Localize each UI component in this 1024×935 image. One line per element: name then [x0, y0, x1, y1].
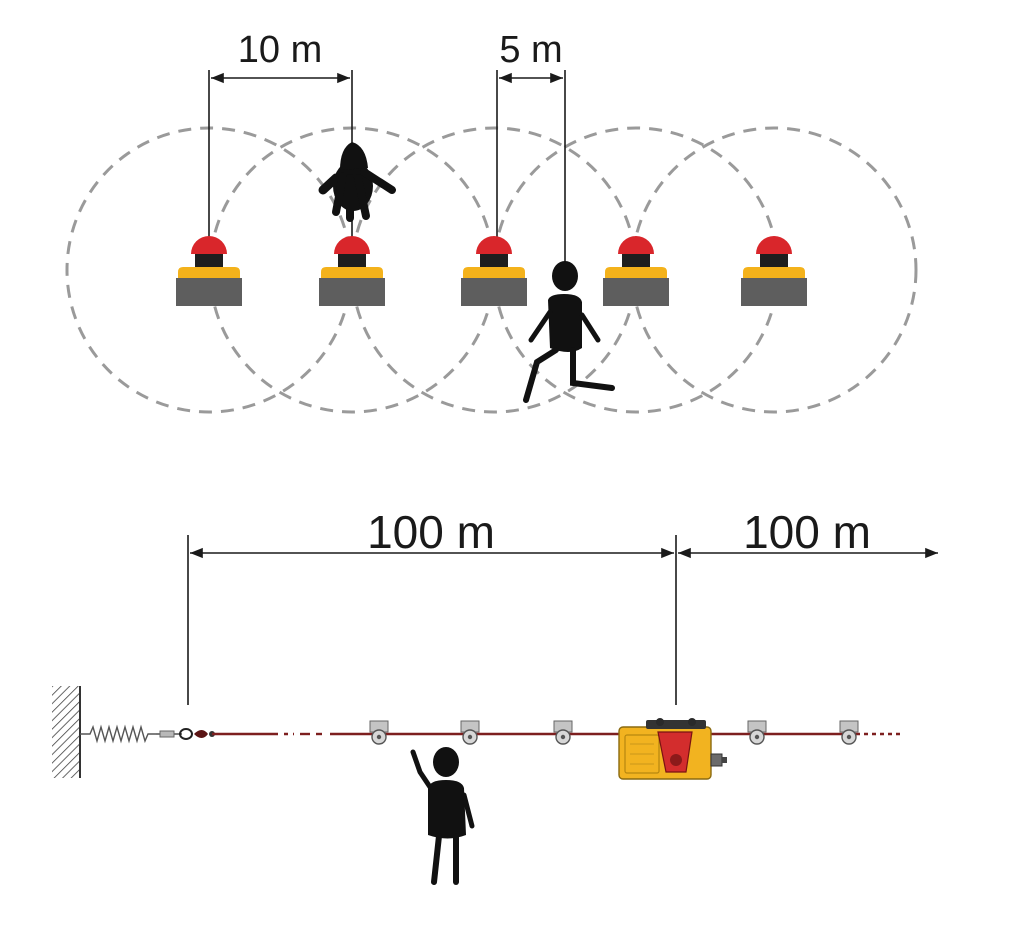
cable-guide-4	[747, 720, 767, 745]
cable-tensioner	[156, 728, 215, 740]
reaching-person-icon	[410, 747, 475, 885]
cable-guide-5	[839, 720, 859, 745]
stop-button-1	[176, 236, 242, 306]
stop-button-3	[461, 236, 527, 306]
pull-wire-switch	[618, 718, 727, 780]
dimension-10m	[208, 70, 353, 238]
stop-button-5	[741, 236, 807, 306]
tension-spring	[80, 724, 156, 744]
reach-label: 5 m	[499, 29, 562, 71]
walking-person-icon	[523, 261, 615, 403]
cable-guide-3	[553, 720, 573, 745]
wall-anchor	[52, 686, 81, 778]
dimension-100m	[187, 535, 938, 705]
span-label-1: 100 m	[367, 506, 495, 558]
cable-guide-1	[369, 720, 389, 745]
spacing-label: 10 m	[238, 29, 322, 71]
hand-icon	[318, 142, 396, 222]
stop-button-4	[603, 236, 669, 306]
dimension-5m	[496, 70, 566, 262]
span-label-2: 100 m	[743, 506, 871, 558]
stop-button-2	[319, 236, 385, 306]
cable-guide-2	[460, 720, 480, 745]
